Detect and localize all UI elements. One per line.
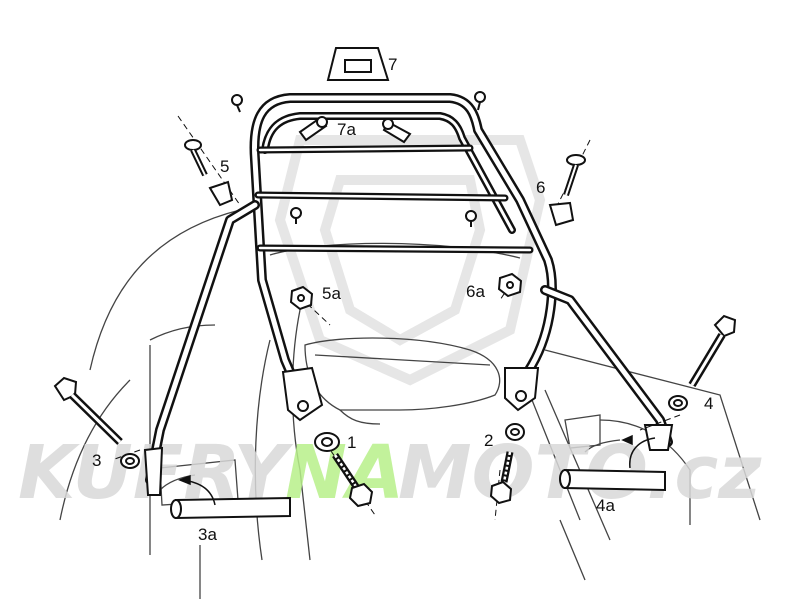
- install-arrows: [177, 434, 656, 506]
- callout-1: 1: [347, 433, 356, 452]
- bolt-part-6: [548, 154, 586, 227]
- bolt-part-2: [489, 423, 525, 505]
- callout-4: 4: [704, 394, 713, 413]
- background-logo: [274, 135, 546, 386]
- callout-5a: 5a: [322, 284, 341, 303]
- mounting-plates: [143, 366, 674, 496]
- callout-2: 2: [484, 431, 493, 450]
- bolt-part-1: [314, 432, 374, 508]
- callout-3: 3: [92, 451, 101, 470]
- bolts-part-7a: [298, 116, 412, 144]
- bolt-part-5: [184, 139, 234, 207]
- small-screws: [231, 91, 486, 227]
- bolt-part-3: [53, 376, 140, 469]
- callout-7: 7: [388, 55, 397, 74]
- callout-6: 6: [536, 178, 545, 197]
- nuts-5a-6a: [289, 272, 523, 311]
- callout-7a: 7a: [337, 120, 356, 139]
- callout-5: 5: [220, 157, 229, 176]
- bolt-part-4: [668, 314, 737, 411]
- rubber-pad-part-7: [326, 47, 390, 81]
- callout-6a: 6a: [466, 282, 485, 301]
- callout-4a: 4a: [596, 496, 615, 515]
- callout-labels: 1 2 3 3a 4 4a 5 5a 6 6a 7 7a: [92, 55, 713, 544]
- rack-frame: [145, 93, 673, 485]
- spacer-tubes: [170, 468, 666, 520]
- callout-3a: 3a: [198, 525, 217, 544]
